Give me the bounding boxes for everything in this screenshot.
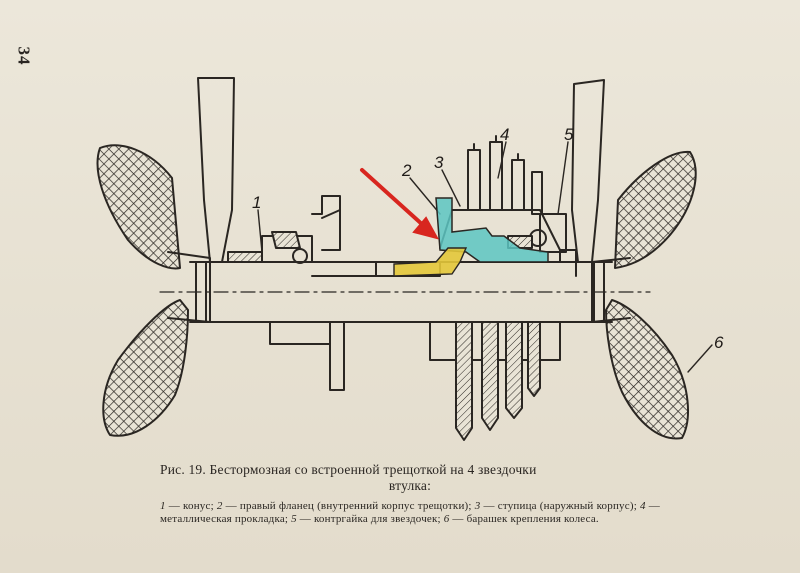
legend-text-2: — правый фланец (внутренний корпус трещо… — [222, 500, 475, 512]
right-flange-highlight — [435, 197, 549, 263]
left-cone-assembly — [227, 195, 377, 391]
callout-2: 2 — [401, 161, 412, 180]
callout-3: 3 — [434, 153, 444, 172]
right-wing-nut — [591, 150, 697, 440]
callout-6: 6 — [714, 333, 724, 352]
legend-text-1: — конус; — [165, 500, 217, 512]
figure-caption: Рис. 19. Бестормозная со встроенной трещ… — [160, 462, 660, 526]
caption-title-line1: Рис. 19. Бестормозная со встроенной трещ… — [160, 462, 537, 477]
caption-title-line2: втулка: — [388, 478, 432, 493]
legend-text-4: — металлическая прокладка; — [160, 500, 660, 525]
legend-num-4: 4 — [640, 500, 646, 512]
callout-5: 5 — [564, 125, 574, 144]
legend-text-3: — ступица (наружный корпус); — [480, 500, 641, 512]
sprockets-bottom — [455, 321, 541, 441]
callout-1: 1 — [252, 193, 261, 212]
sprockets-top — [467, 135, 543, 215]
left-fork-blade — [197, 77, 235, 263]
callout-4: 4 — [500, 125, 509, 144]
callout-numbers: 1 2 3 4 5 6 — [252, 125, 724, 352]
legend-text-6: — барашек крепления колеса. — [449, 513, 599, 525]
hub-diagram: 1 2 3 4 5 6 — [96, 77, 724, 441]
legend-text-5: — контргайка для звездочек; — [296, 513, 444, 525]
legend-num-1: 1 — [160, 500, 166, 512]
red-arrow — [360, 168, 439, 240]
caption-legend: 1 — конус; 2 — правый фланец (внутренний… — [160, 500, 660, 526]
legend-num-3: 3 — [474, 500, 481, 512]
legend-num-5: 5 — [291, 513, 297, 525]
left-wing-nut — [96, 144, 211, 437]
washer-highlight — [393, 247, 468, 277]
legend-num-2: 2 — [216, 500, 223, 512]
legend-num-6: 6 — [443, 513, 450, 525]
right-fork-blade — [571, 79, 605, 263]
callout-leaders — [257, 141, 713, 373]
